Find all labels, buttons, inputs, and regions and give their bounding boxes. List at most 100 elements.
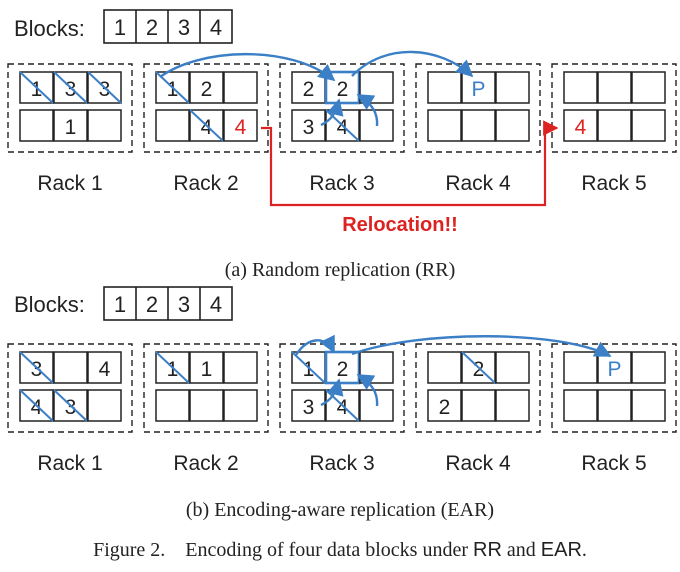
slot-frame (461, 109, 496, 142)
slot-frame (461, 389, 496, 422)
slot-frame (563, 71, 598, 104)
slot-frame (597, 351, 632, 384)
slot-frame (87, 109, 122, 142)
figure-text: and (502, 539, 541, 561)
arrow-block1-to-encoder (294, 334, 336, 356)
block-slot (359, 351, 394, 384)
block-slot: 1 (53, 109, 88, 142)
block-number: 2 (201, 78, 213, 101)
selected-for-encoding-mark (53, 71, 88, 104)
block-slot: 4 (19, 389, 54, 422)
slot-frame (631, 351, 666, 384)
block-number: 1 (201, 358, 213, 381)
selected-for-encoding-mark (19, 389, 54, 422)
block-number: 4 (337, 116, 349, 139)
block-slot (223, 389, 258, 422)
parity-block: P (607, 358, 621, 381)
block-id: 2 (146, 15, 158, 40)
slot-frame (427, 109, 462, 142)
block-number: 3 (303, 396, 315, 419)
arrow-block1-to-encoder (159, 53, 336, 82)
slot-frame (495, 109, 530, 142)
block-slot: P (461, 71, 496, 104)
term-rr: RR (473, 539, 502, 561)
block-id: 3 (178, 292, 190, 317)
slot-frame (359, 351, 394, 384)
selected-for-encoding-mark (189, 109, 224, 142)
block-slot: 1 (291, 351, 326, 384)
slot-frame (461, 71, 496, 104)
arrow-encoder-to-parity (351, 50, 474, 78)
relocation-arrow (261, 120, 559, 207)
block-number: 3 (31, 358, 43, 381)
slot-frame (155, 389, 190, 422)
selected-for-encoding-mark (291, 351, 326, 384)
block-id: 4 (210, 292, 222, 317)
rack-label: Rack 3 (309, 172, 374, 195)
block-slot (427, 71, 462, 104)
slot-frame (427, 351, 462, 384)
block-slot (495, 71, 530, 104)
slot-frame (563, 389, 598, 422)
rack: P Rack 4 (415, 63, 541, 195)
block-number: 4 (99, 358, 111, 381)
block-number: 2 (473, 358, 485, 381)
block-slot (631, 109, 666, 142)
slot-frame (223, 389, 258, 422)
rack-frame (415, 343, 541, 433)
slot-frame (427, 71, 462, 104)
block-slot (53, 351, 88, 384)
block-number: 2 (337, 358, 349, 381)
slot-frame (495, 389, 530, 422)
block-slot: 2 (461, 351, 496, 384)
block-number: 2 (337, 78, 349, 101)
block-slot: 1 (19, 71, 54, 104)
block-number: 4 (575, 116, 587, 139)
block-slot: 2 (189, 71, 224, 104)
slot-frame (189, 71, 224, 104)
arrow-block3-to-encoder (320, 98, 344, 127)
slot-frame (597, 109, 632, 142)
rack-label: Rack 4 (445, 172, 511, 195)
rack-frame (551, 343, 677, 433)
block-slot: 4 (223, 109, 258, 142)
block-slot (155, 389, 190, 422)
block-slot (87, 109, 122, 142)
block-slot: P (597, 351, 632, 384)
rack-frame (551, 63, 677, 153)
slot-frame (291, 389, 326, 422)
block-slot (19, 109, 54, 142)
block-number: 3 (65, 78, 77, 101)
block-number: 1 (167, 78, 179, 101)
term-ear: EAR (541, 539, 582, 561)
rack-label: Rack 2 (173, 172, 238, 195)
arrow-block3-to-encoder (320, 378, 344, 407)
block-slot: 2 (324, 350, 361, 385)
block-number: 1 (31, 78, 43, 101)
block-slot (563, 389, 598, 422)
parity-block: P (471, 78, 485, 101)
rack-label: Rack 2 (173, 452, 238, 475)
block-slot (223, 71, 258, 104)
encoding-arrows-rr (159, 50, 474, 127)
rack-frame (7, 343, 133, 433)
slot-frame (53, 351, 88, 384)
block-slot (631, 389, 666, 422)
rack-label: Rack 5 (581, 172, 646, 195)
block-number: 1 (65, 116, 77, 139)
block-number: 3 (65, 396, 77, 419)
slot-frame (291, 109, 326, 142)
block-number: 1 (167, 358, 179, 381)
panel-caption-ear: (b) Encoding-aware replication (EAR) (186, 499, 494, 521)
block-id-strip: 1 2 3 4 (103, 286, 233, 321)
selected-for-encoding-mark (19, 71, 54, 104)
slot-frame (87, 389, 122, 422)
block-id-strip: 1 2 3 4 (103, 9, 233, 44)
